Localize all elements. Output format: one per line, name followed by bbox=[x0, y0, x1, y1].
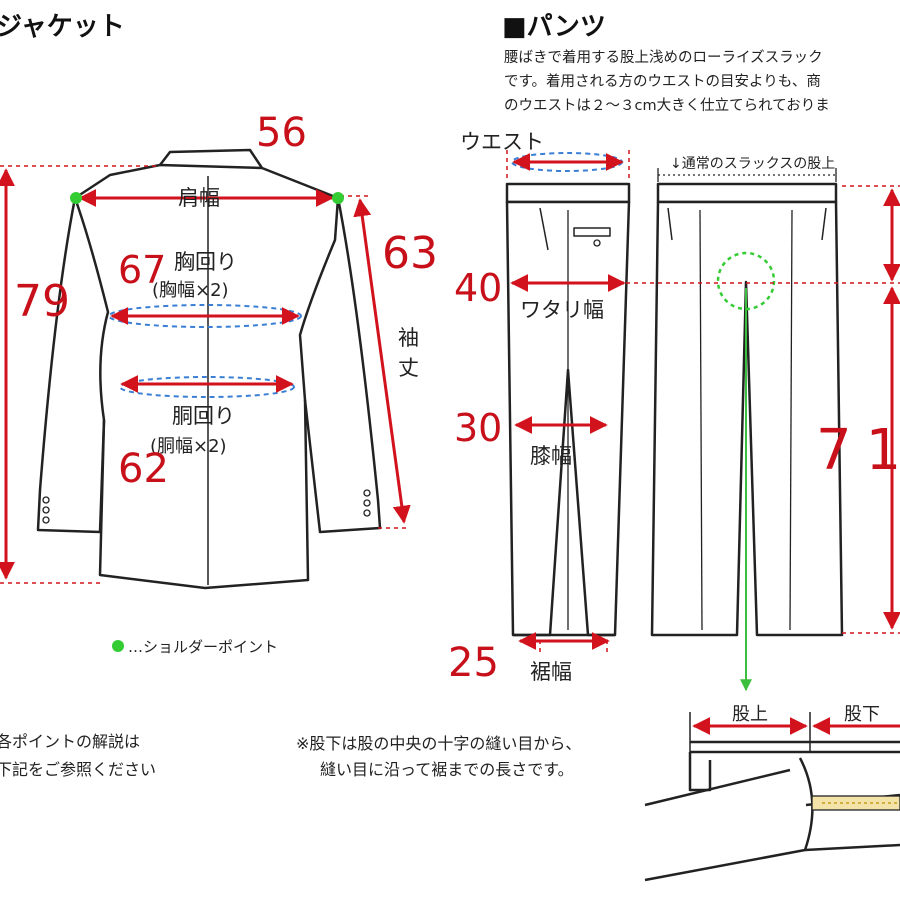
chest-label: 胸回り bbox=[174, 250, 237, 274]
jacket-drawing bbox=[36, 148, 382, 590]
handwritten-sleeve-63: 63 bbox=[382, 228, 438, 279]
shoulder-point-legend: …ショルダーポイント bbox=[128, 638, 279, 656]
waist-sub-label: (胴幅×2) bbox=[150, 436, 227, 457]
shoulder-width-label: 肩幅 bbox=[178, 186, 220, 210]
knee-label: 膝幅 bbox=[530, 444, 572, 468]
rise-label: 股上 bbox=[732, 704, 768, 725]
normal-rise-bracket bbox=[657, 168, 837, 182]
jacket-title: ジャケット bbox=[0, 12, 125, 42]
sleeve-label-1: 袖 bbox=[398, 326, 419, 350]
handwritten-shoulder-56: 56 bbox=[256, 110, 307, 156]
pants-desc-2: です。着用される方のウエストの目安よりも、商 bbox=[504, 74, 821, 90]
shoulder-point-left bbox=[70, 192, 82, 204]
normal-rise-label: ↓通常のスラックスの股上 bbox=[670, 156, 836, 172]
crotch-detail-drawing bbox=[644, 712, 900, 882]
handwritten-inseam-71: 71 bbox=[816, 418, 900, 483]
pants-front-arrows bbox=[510, 153, 626, 650]
pants-desc-3: のウエストは２～３cm大きく仕立てられておりま bbox=[504, 98, 830, 114]
handwritten-chest-67: 67 bbox=[118, 248, 167, 292]
pants-note-1: ※股下は股の中央の十字の縫い目から、 bbox=[296, 734, 582, 753]
waist-label: 胴回り bbox=[172, 404, 235, 428]
thigh-label: ワタリ幅 bbox=[520, 298, 604, 322]
handwritten-length-79: 79 bbox=[14, 276, 70, 327]
legend-point-icon bbox=[112, 640, 124, 652]
handwritten-thigh-40: 40 bbox=[454, 266, 503, 310]
handwritten-knee-30: 30 bbox=[454, 406, 503, 450]
jacket-arrows bbox=[0, 168, 411, 580]
rear-guide-lines bbox=[610, 185, 900, 634]
sleeve-label-2: 丈 bbox=[398, 356, 419, 380]
pants-note-2: 縫い目に沿って裾までの長さです。 bbox=[320, 760, 574, 779]
pants-back-drawing bbox=[650, 182, 844, 637]
jacket-guide-lines bbox=[0, 165, 410, 584]
chest-sub-label: (胸幅×2) bbox=[152, 280, 229, 301]
handwritten-hem-25: 25 bbox=[448, 640, 499, 686]
shoulder-point-right bbox=[332, 192, 344, 204]
jacket-note-1: 各ポイントの解説は bbox=[0, 732, 141, 751]
pants-desc-1: 腰ばきで着用する股上浅めのローライズスラック bbox=[504, 50, 823, 66]
pants-title: ■パンツ bbox=[502, 12, 606, 42]
hem-label: 裾幅 bbox=[530, 660, 572, 684]
inseam-label: 股下 bbox=[844, 704, 880, 725]
handwritten-waist-62: 62 bbox=[118, 446, 169, 492]
pants-waist-label: ウエスト bbox=[460, 130, 544, 154]
jacket-note-2: 下記をご参照ください bbox=[0, 760, 157, 779]
pants-front-drawing bbox=[505, 182, 631, 637]
